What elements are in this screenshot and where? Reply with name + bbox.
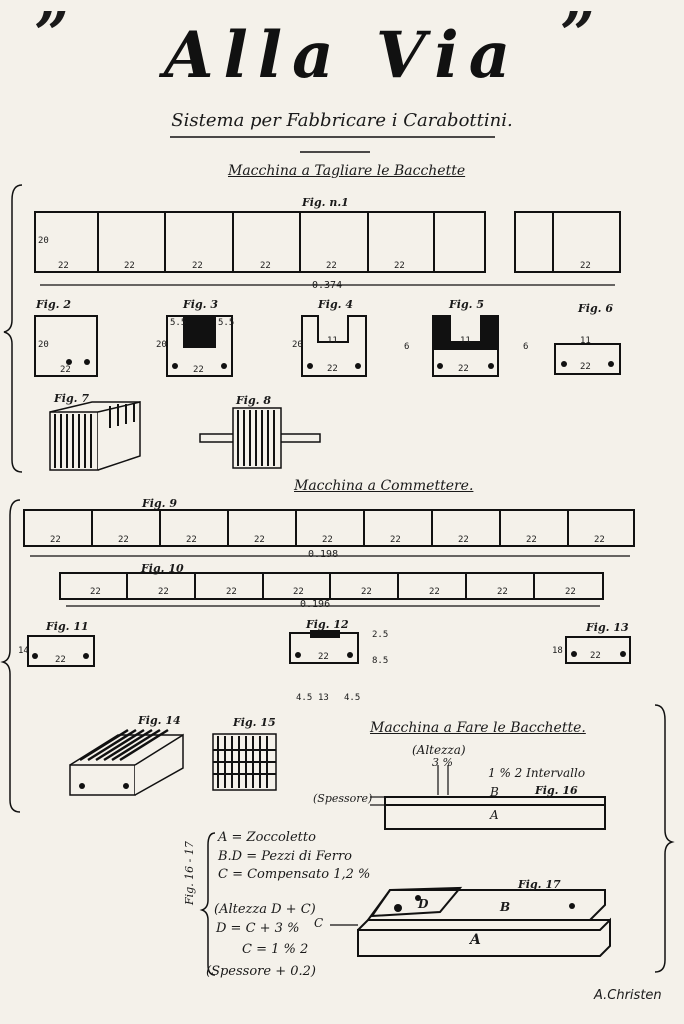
fig5-slot: 11 bbox=[460, 336, 471, 346]
fig11-width: 22 bbox=[55, 655, 66, 665]
fig-6-label: Fig. 6 bbox=[578, 302, 613, 315]
fig9-width-9: 22 bbox=[594, 535, 605, 545]
legend-side-label: Fig. 16 - 17 bbox=[183, 841, 196, 905]
signature: A.Christen bbox=[594, 988, 662, 1003]
fig10-width-1: 22 bbox=[90, 587, 101, 597]
fig6-dim: 6 bbox=[523, 342, 529, 352]
fig3-height: 20 bbox=[156, 340, 167, 350]
fig9-width-8: 22 bbox=[526, 535, 537, 545]
fig16-label-b: B bbox=[490, 785, 499, 799]
fig12-width: 22 bbox=[318, 652, 329, 662]
fig4-slot: 11 bbox=[327, 336, 338, 346]
fig12-dim-b: 13 bbox=[318, 693, 329, 703]
fig9-width-7: 22 bbox=[458, 535, 469, 545]
fig1-width-1: 22 bbox=[58, 261, 69, 271]
fig12-dim-top: 2.5 bbox=[372, 630, 389, 640]
fig1-width-5: 22 bbox=[326, 261, 337, 271]
legend-formula-3: C = 1 % 2 bbox=[242, 942, 309, 957]
fig11-height: 14 bbox=[18, 646, 29, 656]
fig16-label-a: A bbox=[490, 808, 499, 822]
fig-7-label: Fig. 7 bbox=[54, 392, 89, 405]
fig10-width-3: 22 bbox=[226, 587, 237, 597]
fig1-total-length: 0.374 bbox=[312, 280, 343, 291]
fig-14-label: Fig. 14 bbox=[138, 714, 181, 727]
fig4-height: 20 bbox=[292, 340, 303, 350]
section-heading-fare: Macchina a Fare le Bacchette. bbox=[370, 720, 586, 736]
fig10-total-length: 0.196 bbox=[300, 599, 331, 610]
fig6-width: 22 bbox=[580, 362, 591, 372]
fig10-width-4: 22 bbox=[293, 587, 304, 597]
fig12-dim-a: 4.5 bbox=[296, 693, 313, 703]
fig5-dim: 6 bbox=[404, 342, 410, 352]
fig17-label-a: A bbox=[470, 932, 481, 948]
fig9-width-4: 22 bbox=[254, 535, 265, 545]
fig-8-label: Fig. 8 bbox=[236, 394, 271, 407]
fig9-width-2: 22 bbox=[118, 535, 129, 545]
fig10-width-6: 22 bbox=[429, 587, 440, 597]
fig9-total-length: 0.198 bbox=[308, 549, 339, 560]
fig13-height: 18 bbox=[552, 646, 563, 656]
fig1-width-7: 22 bbox=[580, 261, 591, 271]
legend-formula-1: (Altezza D + C) bbox=[214, 902, 316, 917]
fig9-width-6: 22 bbox=[390, 535, 401, 545]
section-heading-commettere: Macchina a Commettere. bbox=[294, 478, 474, 494]
fig-9-label: Fig. 9 bbox=[142, 497, 177, 510]
fig-4-label: Fig. 4 bbox=[318, 298, 353, 311]
fig10-width-5: 22 bbox=[361, 587, 372, 597]
fig-16-label: Fig. 16 bbox=[535, 784, 578, 797]
page-title: Alla Via bbox=[163, 18, 521, 93]
fig2-height: 20 bbox=[38, 340, 49, 350]
fig3-dim-right: 5.5 bbox=[218, 318, 235, 328]
fig3-width: 22 bbox=[193, 365, 204, 375]
legend-formula-2: D = C + 3 % bbox=[216, 921, 300, 936]
fig16-altezza: (Altezza) bbox=[412, 743, 466, 757]
fig17-label-d: D bbox=[418, 897, 429, 911]
fig-12-label: Fig. 12 bbox=[306, 618, 349, 631]
fig6-slot: 11 bbox=[580, 336, 591, 346]
close-quote: ” bbox=[560, 0, 595, 70]
fig1-width-6: 22 bbox=[394, 261, 405, 271]
fig-1-label: Fig. n.1 bbox=[302, 196, 349, 209]
section-heading-tagliare: Macchina a Tagliare le Bacchette bbox=[228, 163, 466, 179]
fig10-width-2: 22 bbox=[158, 587, 169, 597]
fig3-dim-left: 5.5 bbox=[170, 318, 187, 328]
fig16-intervallo: 1 % 2 Intervallo bbox=[488, 766, 586, 780]
fig12-dim-c: 4.5 bbox=[344, 693, 361, 703]
fig13-width: 22 bbox=[590, 651, 601, 661]
fig17-label-c: C bbox=[314, 916, 324, 930]
fig-17-label: Fig. 17 bbox=[518, 878, 561, 891]
legend-formula-4: (Spessore + 0.2) bbox=[206, 964, 316, 979]
fig-5-label: Fig. 5 bbox=[449, 298, 484, 311]
fig1-width-4: 22 bbox=[260, 261, 271, 271]
page-subtitle: Sistema per Fabbricare i Carabottini. bbox=[171, 110, 513, 131]
fig1-width-3: 22 bbox=[192, 261, 203, 271]
fig9-width-1: 22 bbox=[50, 535, 61, 545]
fig9-width-5: 22 bbox=[322, 535, 333, 545]
fig10-width-7: 22 bbox=[497, 587, 508, 597]
fig16-spessore: (Spessore) bbox=[313, 792, 373, 805]
fig5-width: 22 bbox=[458, 364, 469, 374]
fig1-width-2: 22 bbox=[124, 261, 135, 271]
fig16-altezza-value: 3 % bbox=[432, 756, 453, 769]
fig1-height: 20 bbox=[38, 236, 49, 246]
fig-13-label: Fig. 13 bbox=[586, 621, 629, 634]
fig9-width-3: 22 bbox=[186, 535, 197, 545]
fig10-width-8: 22 bbox=[565, 587, 576, 597]
fig-10-label: Fig. 10 bbox=[141, 562, 184, 575]
fig-3-label: Fig. 3 bbox=[183, 298, 218, 311]
fig-2-label: Fig. 2 bbox=[36, 298, 71, 311]
fig17-label-b: B bbox=[500, 900, 511, 914]
open-quote: ” bbox=[34, 0, 69, 70]
legend-bd: B.D = Pezzi di Ferro bbox=[218, 849, 352, 864]
fig-11-label: Fig. 11 bbox=[46, 620, 89, 633]
fig12-dim-side: 8.5 bbox=[372, 656, 389, 666]
fig2-width: 22 bbox=[60, 365, 71, 375]
legend-c: C = Compensato 1,2 % bbox=[218, 867, 371, 882]
legend-a: A = Zoccoletto bbox=[218, 830, 316, 845]
fig4-width: 22 bbox=[327, 364, 338, 374]
fig-15-label: Fig. 15 bbox=[233, 716, 276, 729]
